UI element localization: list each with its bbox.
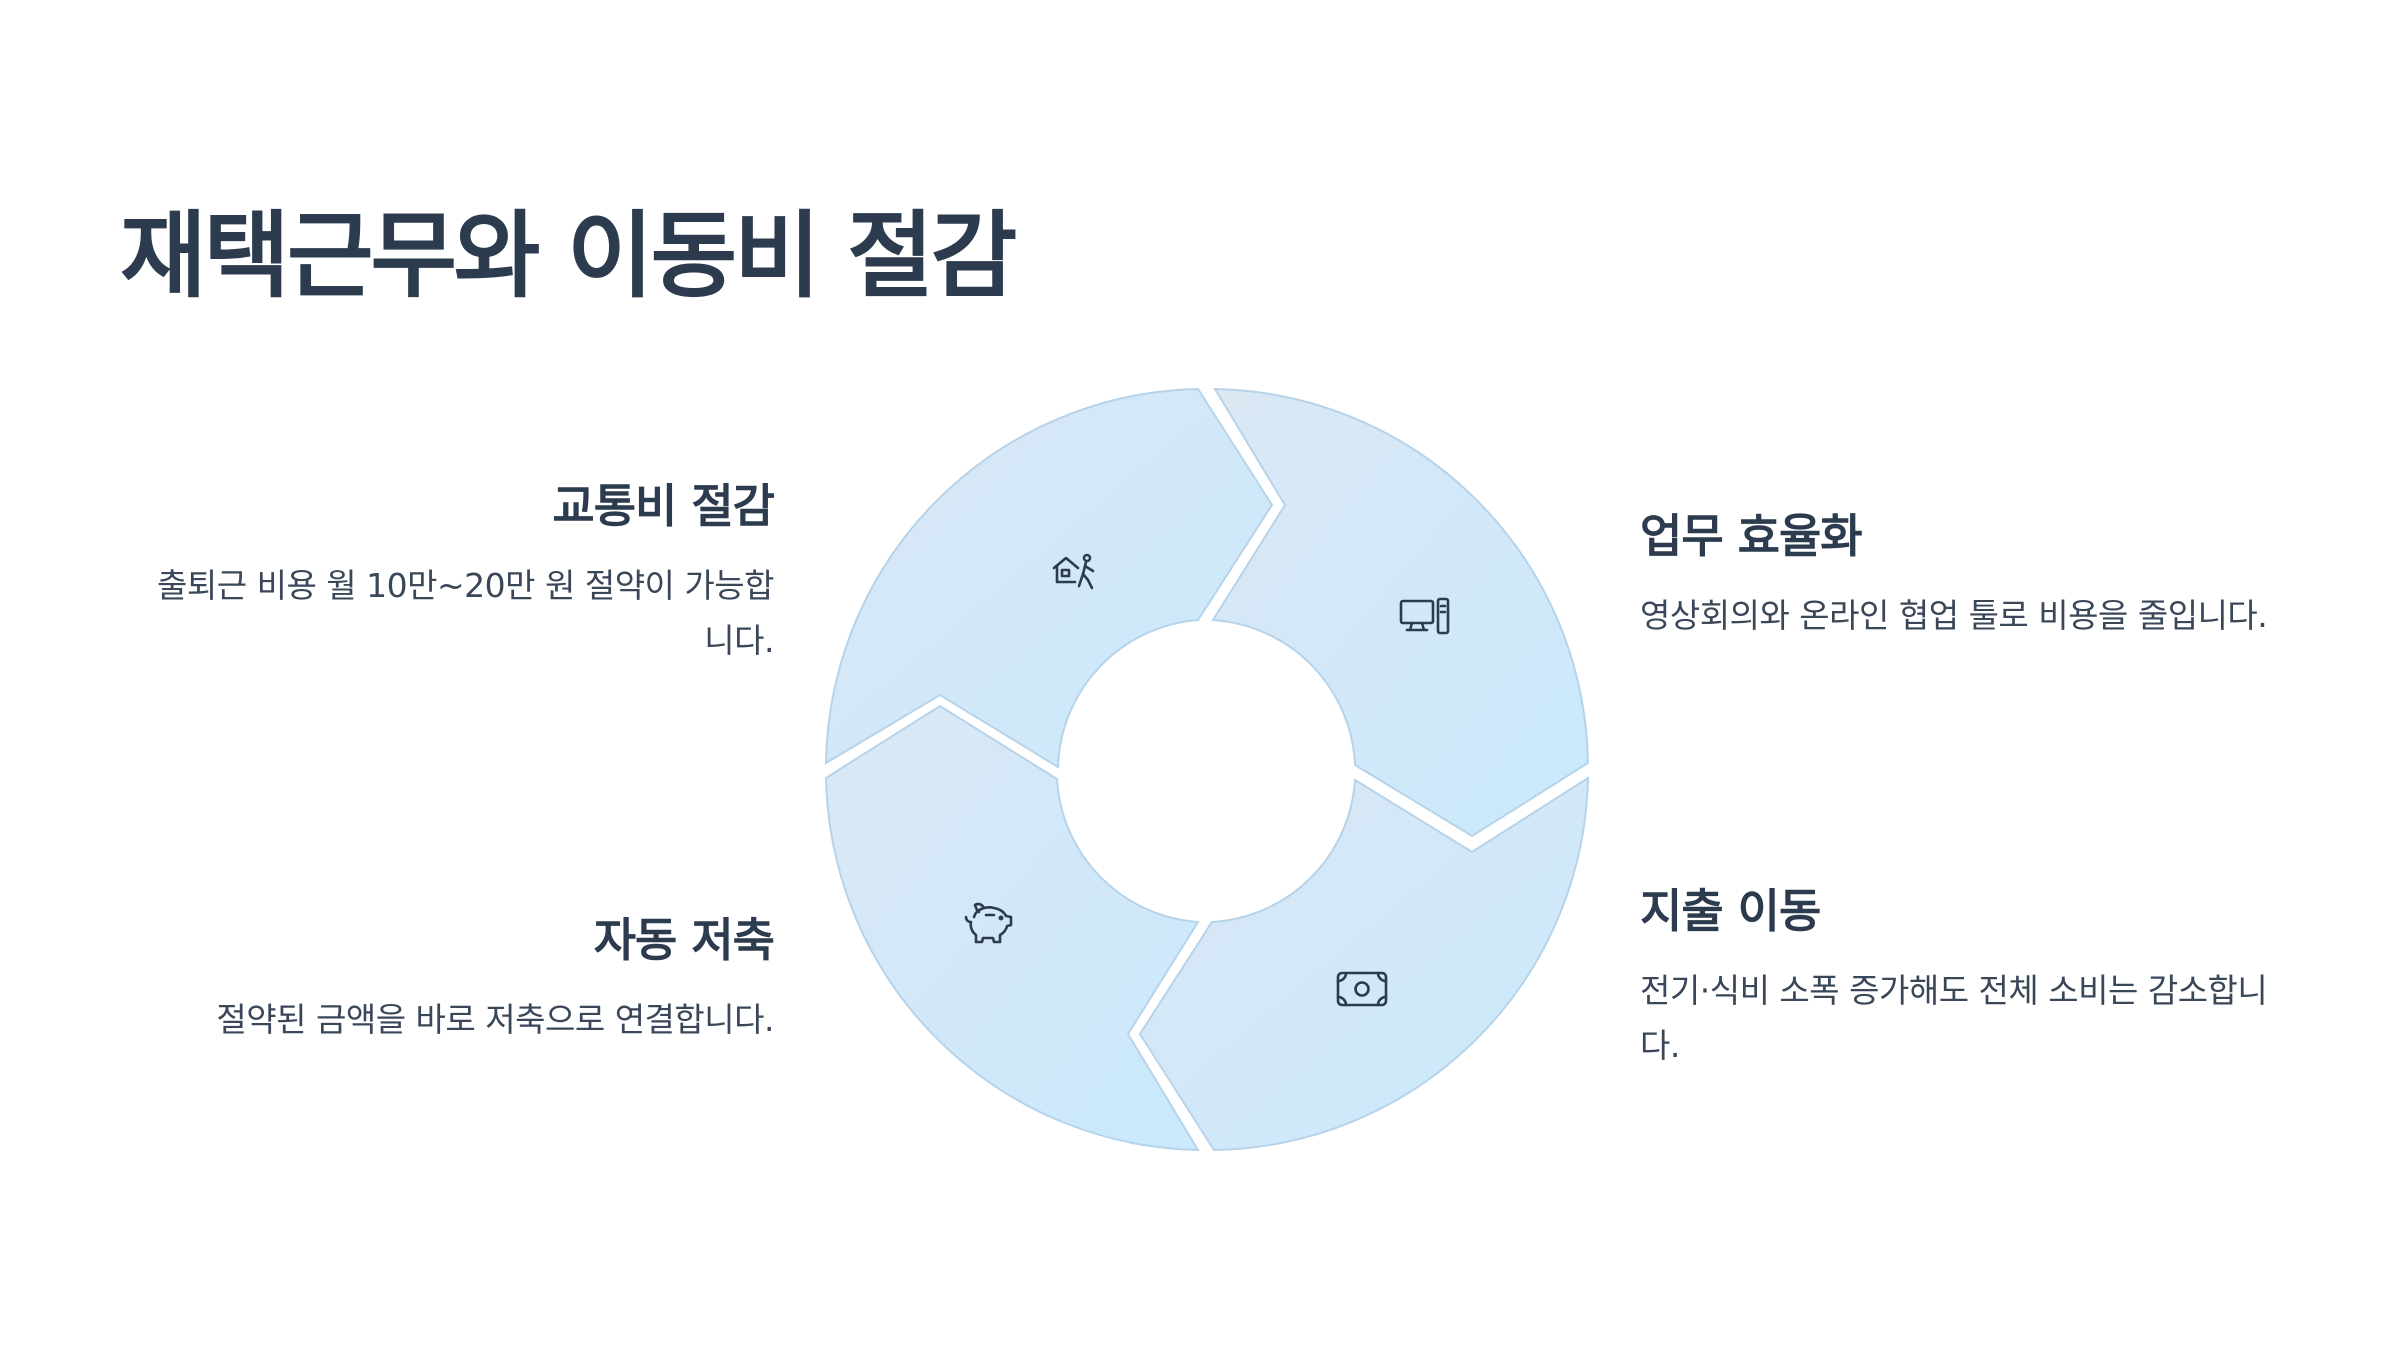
callout-heading: 지출 이동 — [1640, 884, 1821, 938]
callout-heading: 업무 효율화 — [1640, 509, 1863, 563]
commute-house-walking-icon — [1052, 553, 1095, 590]
callout-auto-saving: 자동 저축 절약된 금액을 바로 저축으로 연결합니다. — [134, 904, 775, 1047]
callout-work-efficiency: 업무 효율화 영상회의와 온라인 협업 툴로 비용을 줄입니다. — [1640, 500, 2330, 643]
cycle-segment-top-left — [824, 387, 1274, 769]
callout-transport-savings: 교통비 절감 출퇴근 비용 월 10만~20만 원 절약이 가능합니다. — [134, 470, 775, 668]
callout-description: 절약된 금액을 바로 저축으로 연결합니다. — [216, 1000, 774, 1039]
callout-description: 전기·식비 소폭 증가해도 전체 소비는 감소합니다. — [1640, 971, 2268, 1065]
callout-spending-shift: 지출 이동 전기·식비 소폭 증가해도 전체 소비는 감소합니다. — [1640, 875, 2280, 1073]
callout-description: 영상회의와 온라인 협업 툴로 비용을 줄입니다. — [1640, 596, 2268, 635]
banknote-icon — [1336, 971, 1388, 1007]
callout-heading: 교통비 절감 — [552, 479, 775, 533]
cycle-segment-bottom-left — [824, 704, 1200, 1152]
piggy-bank-icon — [964, 902, 1013, 944]
page-title: 재택근무와 이동비 절감 — [120, 202, 1017, 311]
callout-description: 출퇴근 비용 월 10만~20만 원 절약이 가능합니다. — [157, 566, 774, 660]
cycle-segment-bottom-right — [1138, 776, 1590, 1152]
desktop-computer-icon — [1399, 597, 1450, 635]
callout-heading: 자동 저축 — [593, 913, 775, 967]
